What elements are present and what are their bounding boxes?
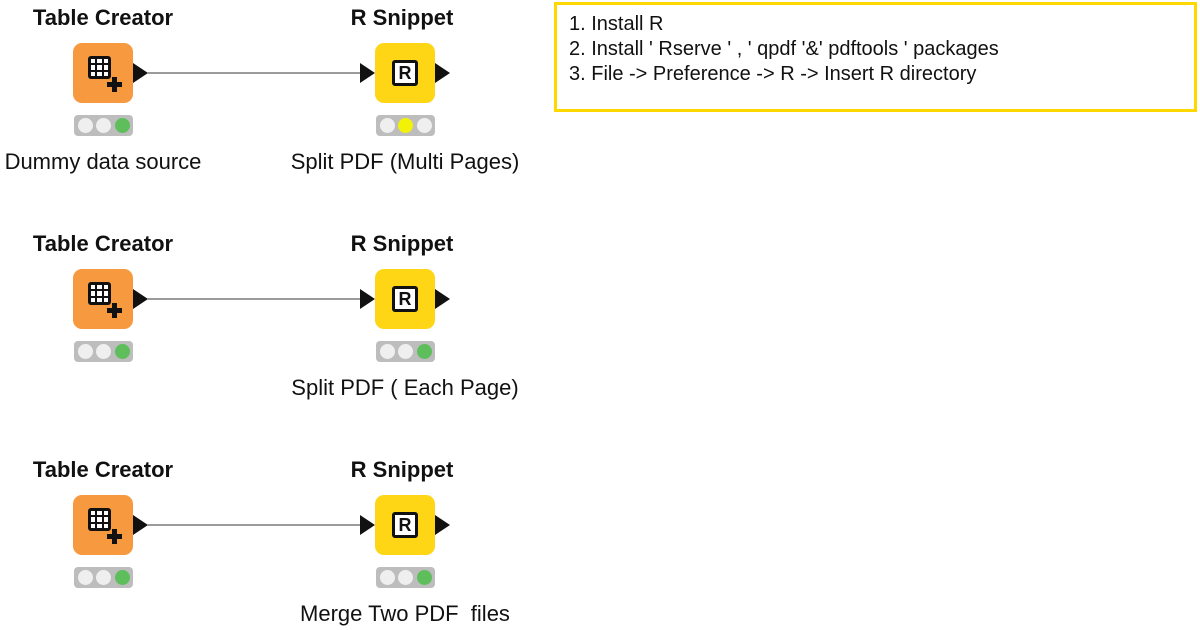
output-port-icon[interactable] — [133, 63, 148, 83]
status-traffic-light — [376, 341, 435, 362]
node-label: Split PDF (Multi Pages) — [290, 149, 520, 174]
status-traffic-light — [74, 341, 133, 362]
workflow-row: Table Creator R Snippet R Dummy data sou… — [0, 6, 1200, 186]
table-grid-icon — [88, 508, 111, 531]
output-port-icon[interactable] — [435, 63, 450, 83]
r-language-icon: R — [392, 60, 418, 86]
node-label: Dummy data source — [4, 149, 202, 174]
r-language-icon: R — [392, 512, 418, 538]
node-title-r-snippet: R Snippet — [350, 5, 454, 30]
workflow-row: Table Creator R Snippet R Split PDF ( Ea… — [0, 232, 1200, 412]
node-r-snippet[interactable]: R — [375, 43, 435, 103]
node-label: Split PDF ( Each Page) — [291, 375, 519, 400]
plus-icon — [107, 303, 122, 318]
connection-line[interactable] — [147, 72, 360, 74]
connection-line[interactable] — [147, 524, 360, 526]
node-table-creator[interactable] — [73, 269, 133, 329]
input-port-icon[interactable] — [360, 515, 375, 535]
status-traffic-light — [74, 115, 133, 136]
node-r-snippet[interactable]: R — [375, 495, 435, 555]
node-title-table-creator: Table Creator — [32, 5, 174, 30]
node-table-creator[interactable] — [73, 495, 133, 555]
annotation-line: 2. Install ' Rserve ' , ' qpdf '&' pdfto… — [569, 38, 999, 60]
workflow-annotation[interactable]: 1. Install R 2. Install ' Rserve ' , ' q… — [554, 2, 1197, 112]
table-grid-icon — [88, 282, 111, 305]
status-traffic-light — [376, 115, 435, 136]
output-port-icon[interactable] — [133, 289, 148, 309]
status-traffic-light — [376, 567, 435, 588]
plus-icon — [107, 77, 122, 92]
node-title-r-snippet: R Snippet — [350, 231, 454, 256]
output-port-icon[interactable] — [435, 515, 450, 535]
table-grid-icon — [88, 56, 111, 79]
node-title-table-creator: Table Creator — [32, 457, 174, 482]
node-title-table-creator: Table Creator — [32, 231, 174, 256]
status-traffic-light — [74, 567, 133, 588]
output-port-icon[interactable] — [133, 515, 148, 535]
node-table-creator[interactable] — [73, 43, 133, 103]
output-port-icon[interactable] — [435, 289, 450, 309]
connection-line[interactable] — [147, 298, 360, 300]
r-language-icon: R — [392, 286, 418, 312]
workflow-row: Table Creator R Snippet R Merge Two PDF … — [0, 458, 1200, 630]
node-title-r-snippet: R Snippet — [350, 457, 454, 482]
node-label: Merge Two PDF files — [300, 601, 510, 626]
plus-icon — [107, 529, 122, 544]
input-port-icon[interactable] — [360, 63, 375, 83]
annotation-line: 3. File -> Preference -> R -> Insert R d… — [569, 63, 977, 85]
annotation-line: 1. Install R — [569, 13, 664, 35]
node-r-snippet[interactable]: R — [375, 269, 435, 329]
input-port-icon[interactable] — [360, 289, 375, 309]
